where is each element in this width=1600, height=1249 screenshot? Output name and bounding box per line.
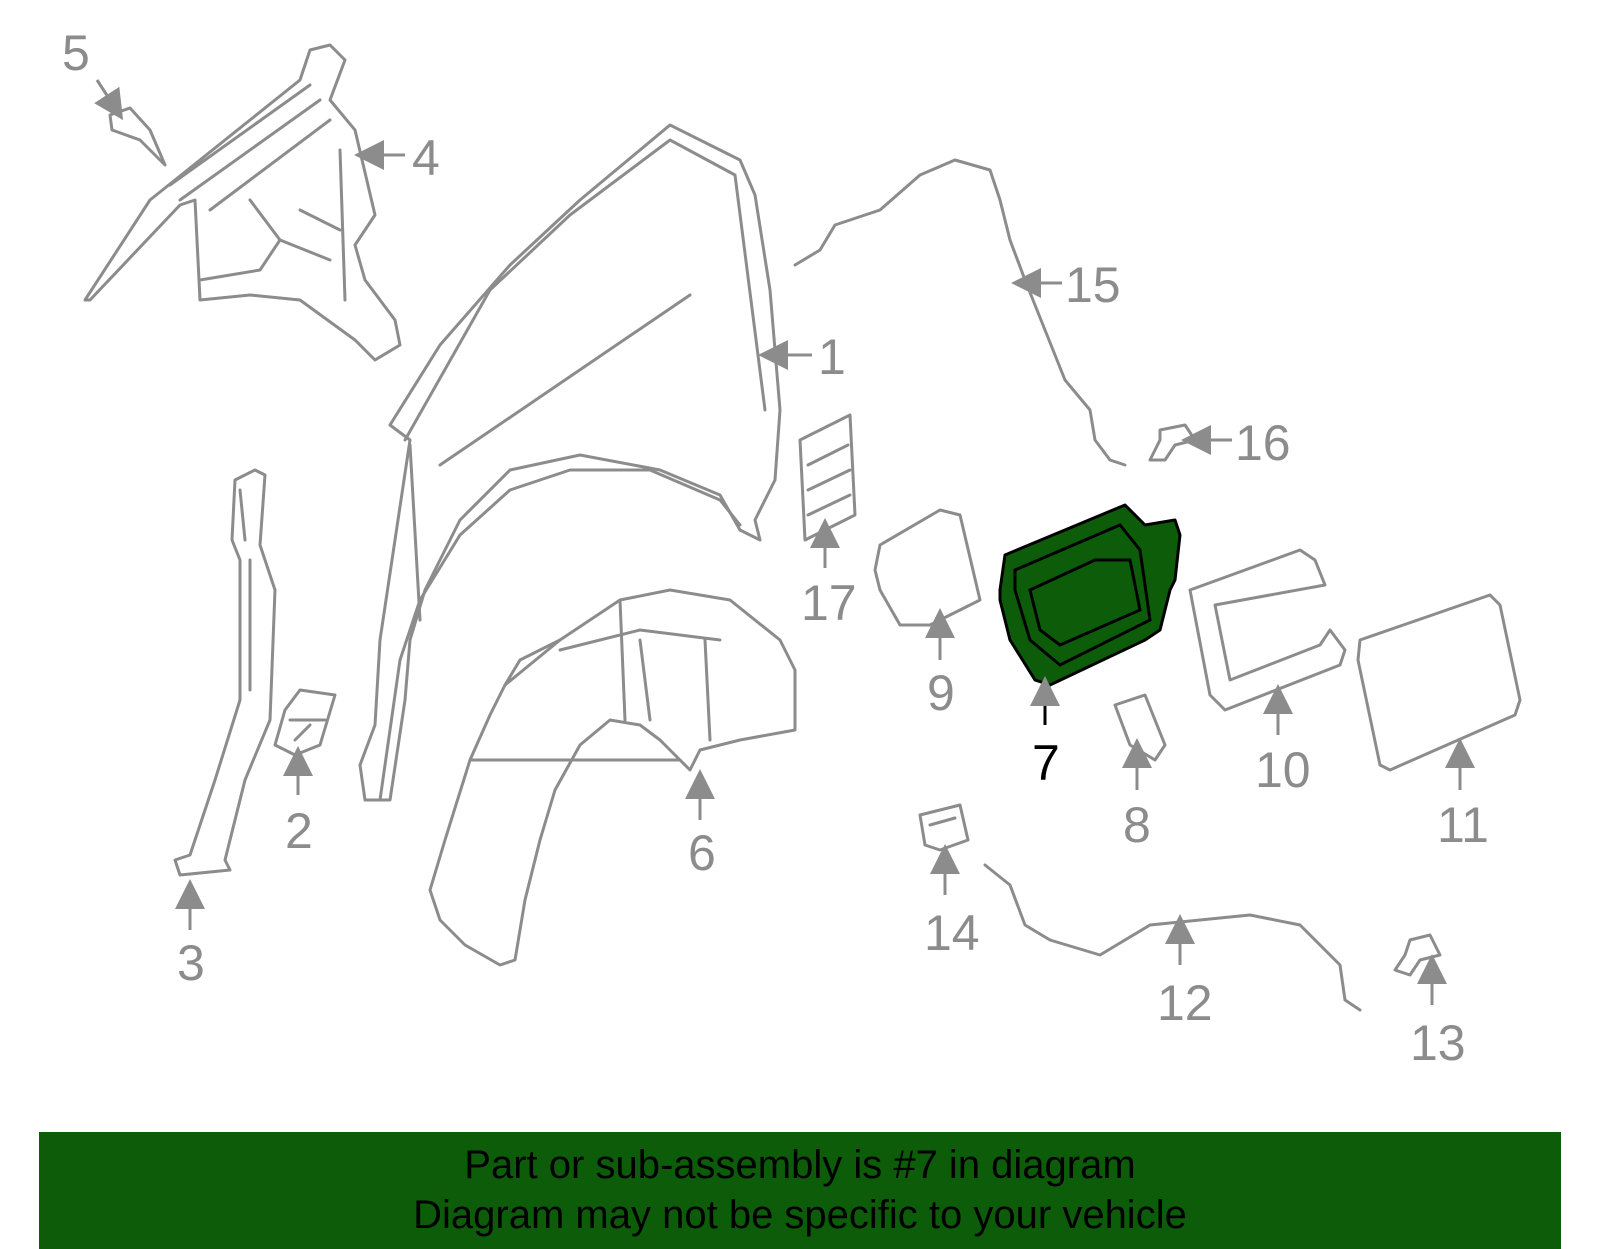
parts-diagram: 5 4 1 15 16 17 9 7 10 11 8 2: [62, 25, 1522, 1071]
part-16-clip[interactable]: [1148, 423, 1197, 462]
callout-14-label: 14: [924, 905, 980, 961]
callout-13: 13: [1410, 954, 1466, 1071]
callout-8: 8: [1122, 738, 1152, 853]
callout-12: 12: [1157, 914, 1213, 1031]
part-5-clip[interactable]: [108, 106, 167, 167]
callout-5: 5: [62, 25, 124, 121]
callout-16: 16: [1181, 415, 1291, 471]
callout-15: 15: [1011, 257, 1121, 313]
callout-12-label: 12: [1157, 975, 1213, 1031]
callout-16-label: 16: [1235, 415, 1291, 471]
part-8-clip[interactable]: [1113, 693, 1167, 762]
part-12-cable[interactable]: [983, 863, 1362, 1012]
callout-15-label: 15: [1065, 257, 1121, 313]
callout-2-label: 2: [285, 803, 313, 859]
callout-10-label: 10: [1255, 742, 1311, 798]
part-10-seal[interactable]: [1188, 548, 1347, 712]
callout-6-label: 6: [688, 825, 716, 881]
callout-8-label: 8: [1123, 797, 1151, 853]
callout-6: 6: [685, 769, 716, 881]
info-banner: Part or sub-assembly is #7 in diagram Di…: [39, 1132, 1561, 1249]
callout-17: 17: [801, 518, 857, 631]
callout-11-label: 11: [1437, 797, 1489, 853]
callout-4-label: 4: [412, 130, 440, 186]
callout-4: 4: [354, 130, 440, 186]
callout-10: 10: [1255, 684, 1311, 798]
callout-14: 14: [924, 844, 980, 961]
callout-5-label: 5: [62, 25, 90, 81]
callout-11: 11: [1437, 738, 1489, 853]
part-4-bracket[interactable]: [83, 43, 402, 362]
callout-3: 3: [175, 879, 205, 991]
part-13-clip[interactable]: [1393, 933, 1442, 977]
part-7-body: [998, 503, 1182, 687]
part-1-fender[interactable]: [358, 123, 782, 802]
part-15-cable[interactable]: [793, 158, 1127, 467]
callout-7-label: 7: [1032, 735, 1060, 791]
part-7-detail: [1013, 523, 1152, 667]
callout-1-label: 1: [818, 329, 846, 385]
callout-1: 1: [758, 329, 846, 385]
part-3-pillar[interactable]: [173, 468, 277, 877]
part-7-fuel-housing[interactable]: [998, 503, 1182, 687]
callout-3-label: 3: [177, 935, 205, 991]
callout-17-label: 17: [801, 575, 857, 631]
banner-line-1: Part or sub-assembly is #7 in diagram: [464, 1143, 1136, 1187]
callout-2: 2: [283, 746, 313, 859]
part-2-bracket[interactable]: [273, 688, 337, 757]
part-11-door[interactable]: [1356, 593, 1522, 772]
banner-line-2: Diagram may not be specific to your vehi…: [413, 1193, 1187, 1237]
callout-9: 9: [925, 608, 955, 721]
callout-9-label: 9: [927, 665, 955, 721]
part-6-liner[interactable]: [428, 588, 797, 967]
part-17-vent[interactable]: [798, 413, 857, 542]
callout-7: 7: [1030, 676, 1060, 791]
part-14-actuator[interactable]: [918, 803, 970, 852]
callout-13-label: 13: [1410, 1015, 1466, 1071]
part-9-plate[interactable]: [873, 508, 982, 627]
